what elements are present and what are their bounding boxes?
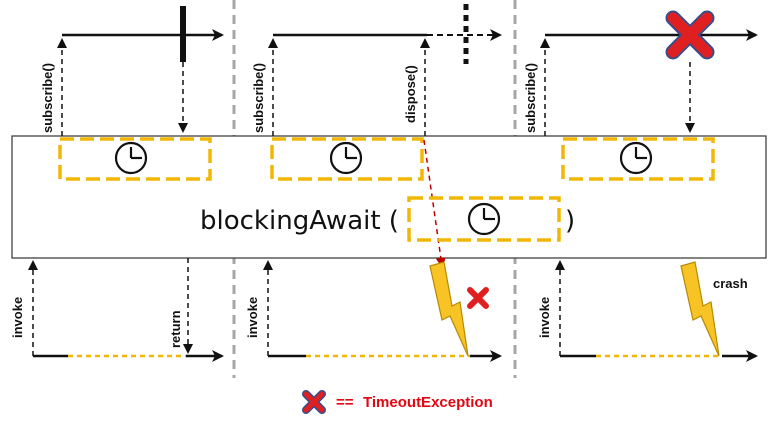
clock-icon (329, 141, 363, 175)
clock-icon (467, 202, 501, 236)
clock-icon (114, 141, 148, 175)
timer-box (407, 196, 561, 242)
operator-name: blockingAwait ( (200, 206, 399, 236)
clock-icon (619, 141, 653, 175)
invoke-label: invoke (245, 297, 260, 338)
subscribe-label: subscribe() (523, 63, 538, 133)
legend-exception: TimeoutException (363, 394, 493, 411)
return-label: return (168, 310, 183, 348)
panel-success: subscribe() invoke return (10, 6, 224, 362)
legend-equals: == (336, 394, 354, 411)
timer-box (58, 137, 212, 181)
panel-crash: subscribe() invoke crash (523, 10, 758, 362)
crash-label: crash (713, 276, 748, 291)
panel-dispose: subscribe() dispose() invoke (245, 4, 502, 362)
cross-icon (302, 390, 326, 414)
invoke-label: invoke (537, 297, 552, 338)
legend: == TimeoutException (302, 390, 493, 414)
operator-close: ) (565, 206, 575, 236)
subscribe-label: subscribe() (251, 63, 266, 133)
invoke-label: invoke (10, 297, 25, 338)
cross-icon (665, 10, 715, 60)
lightning-icon (429, 261, 469, 357)
timeout-path (423, 139, 446, 268)
timer-box (270, 137, 424, 181)
dispose-label: dispose() (403, 65, 418, 123)
subscribe-label: subscribe() (40, 63, 55, 133)
timer-box (561, 137, 715, 181)
terminal-bar (180, 6, 186, 62)
cross-icon (467, 287, 489, 309)
